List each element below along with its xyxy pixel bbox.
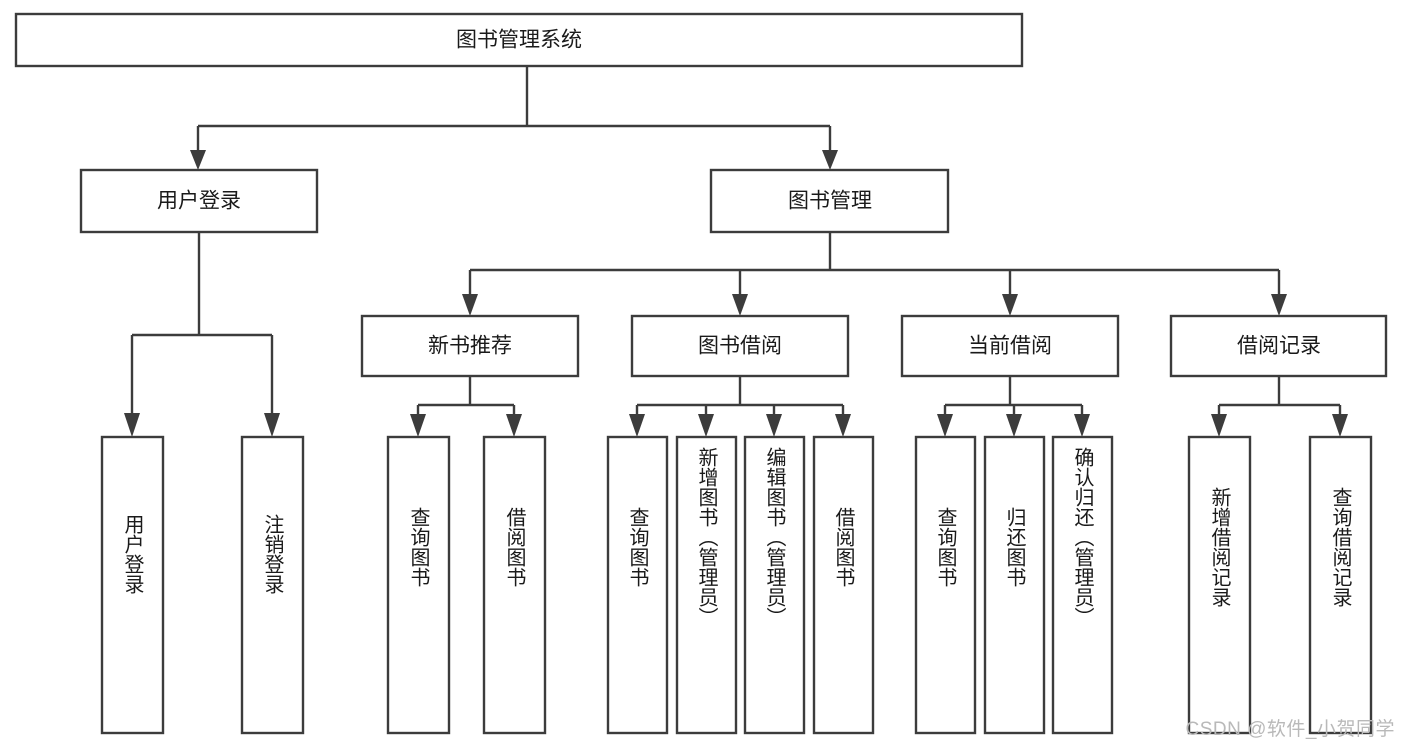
- leaf-confirm-return-admin[interactable]: 确认归还（管理员）: [1051, 435, 1114, 735]
- current-borrow-label: 当前借阅: [968, 335, 1052, 358]
- arrow-head-leaf-borrow-book-2: [835, 414, 851, 437]
- user-login-label: 用户登录: [157, 190, 241, 213]
- leaf-confirm-return-admin-label: 确认归还（管理员）: [1071, 447, 1094, 627]
- leaf-query-book-borrow-label: 查询图书: [626, 507, 649, 587]
- arrow-head-leaf-logout: [264, 413, 280, 437]
- arrow-head-leaf-user-login: [124, 413, 140, 437]
- leaf-return-book[interactable]: 归还图书: [983, 435, 1046, 735]
- arrow-head-leaf-confirm-return: [1074, 414, 1090, 437]
- leaf-logout[interactable]: 注销登录: [240, 435, 305, 735]
- leaf-add-borrow-record[interactable]: 新增借阅记录: [1187, 435, 1252, 735]
- arrow-head-leaf-return-book: [1006, 414, 1022, 437]
- node-user-login[interactable]: 用户登录: [79, 168, 319, 234]
- leaf-query-book-borrow-box[interactable]: [606, 435, 669, 735]
- leaf-return-book-label: 归还图书: [1003, 507, 1026, 587]
- node-new-book-recommendation[interactable]: 新书推荐: [360, 314, 580, 378]
- leaf-query-book-current-box[interactable]: [914, 435, 977, 735]
- leaf-query-book-current[interactable]: 查询图书: [914, 435, 977, 735]
- leaf-logout-box[interactable]: [240, 435, 305, 735]
- leaf-query-book-current-label: 查询图书: [934, 507, 957, 587]
- arrow-head-leaf-add-record: [1211, 414, 1227, 437]
- node-book-borrow[interactable]: 图书借阅: [630, 314, 850, 378]
- leaf-borrow-book-borrow[interactable]: 借阅图书: [812, 435, 875, 735]
- leaf-edit-book-admin[interactable]: 编辑图书（管理员）: [743, 435, 806, 735]
- arrow-head-leaf-query-record: [1332, 414, 1348, 437]
- arrow-head-leaf-query-book-3: [937, 414, 953, 437]
- arrow-head-leaf-borrow-book-1: [506, 414, 522, 437]
- arrow-head-to-book-manage: [822, 150, 838, 170]
- node-root[interactable]: 图书管理系统: [14, 12, 1024, 68]
- leaf-return-book-box[interactable]: [983, 435, 1046, 735]
- new-book-recommendation-box[interactable]: [360, 314, 580, 378]
- leaf-logout-label: 注销登录: [261, 514, 284, 594]
- leaf-user-login-box[interactable]: [100, 435, 165, 735]
- leaf-add-book-admin-label: 新增图书（管理员）: [695, 447, 718, 627]
- node-current-borrow[interactable]: 当前借阅: [900, 314, 1120, 378]
- arrow-head-to-book-borrow: [732, 294, 748, 316]
- connector-layer: [124, 66, 1348, 437]
- leaf-borrow-book-borrow-box[interactable]: [812, 435, 875, 735]
- arrow-head-leaf-edit-book: [766, 414, 782, 437]
- leaf-query-book-rec[interactable]: 查询图书: [386, 435, 451, 735]
- leaf-query-borrow-record[interactable]: 查询借阅记录: [1308, 435, 1373, 735]
- leaf-add-book-admin[interactable]: 新增图书（管理员）: [675, 435, 738, 735]
- arrow-head-leaf-query-book-1: [410, 414, 426, 437]
- arrow-head-to-current-borrow: [1002, 294, 1018, 316]
- node-borrow-record[interactable]: 借阅记录: [1169, 314, 1388, 378]
- leaf-edit-book-admin-label: 编辑图书（管理员）: [763, 447, 786, 627]
- book-borrow-box[interactable]: [630, 314, 850, 378]
- leaf-edit-book-admin-box[interactable]: [743, 435, 806, 735]
- leaf-user-login-label: 用户登录: [121, 514, 144, 594]
- leaf-query-book-rec-box[interactable]: [386, 435, 451, 735]
- leaf-borrow-book-borrow-label: 借阅图书: [832, 507, 855, 587]
- arrow-head-to-user-login: [190, 150, 206, 170]
- new-book-recommendation-label: 新书推荐: [428, 335, 512, 358]
- borrow-record-box[interactable]: [1169, 314, 1388, 378]
- leaf-borrow-book-rec-box[interactable]: [482, 435, 547, 735]
- leaf-query-borrow-record-box[interactable]: [1308, 435, 1373, 735]
- root-box[interactable]: [14, 12, 1024, 68]
- leaf-borrow-book-rec-label: 借阅图书: [503, 507, 526, 587]
- leaf-query-borrow-record-label: 查询借阅记录: [1329, 487, 1352, 607]
- current-borrow-box[interactable]: [900, 314, 1120, 378]
- leaf-borrow-book-rec[interactable]: 借阅图书: [482, 435, 547, 735]
- arrow-head-to-borrow-record: [1271, 294, 1287, 316]
- leaf-confirm-return-admin-box[interactable]: [1051, 435, 1114, 735]
- node-book-management[interactable]: 图书管理: [709, 168, 950, 234]
- leaf-user-login[interactable]: 用户登录: [100, 435, 165, 735]
- root-label: 图书管理系统: [456, 29, 582, 52]
- arrow-head-leaf-query-book-2: [629, 414, 645, 437]
- arrow-head-to-new-book-rec: [462, 294, 478, 316]
- book-management-label: 图书管理: [788, 190, 872, 213]
- book-borrow-label: 图书借阅: [698, 335, 782, 358]
- leaf-query-book-borrow[interactable]: 查询图书: [606, 435, 669, 735]
- borrow-record-label: 借阅记录: [1237, 335, 1321, 358]
- leaf-add-borrow-record-label: 新增借阅记录: [1208, 487, 1231, 607]
- leaf-query-book-rec-label: 查询图书: [407, 507, 430, 587]
- book-management-box[interactable]: [709, 168, 950, 234]
- arrow-head-leaf-add-book: [698, 414, 714, 437]
- leaf-add-book-admin-box[interactable]: [675, 435, 738, 735]
- user-login-box[interactable]: [79, 168, 319, 234]
- leaf-add-borrow-record-box[interactable]: [1187, 435, 1252, 735]
